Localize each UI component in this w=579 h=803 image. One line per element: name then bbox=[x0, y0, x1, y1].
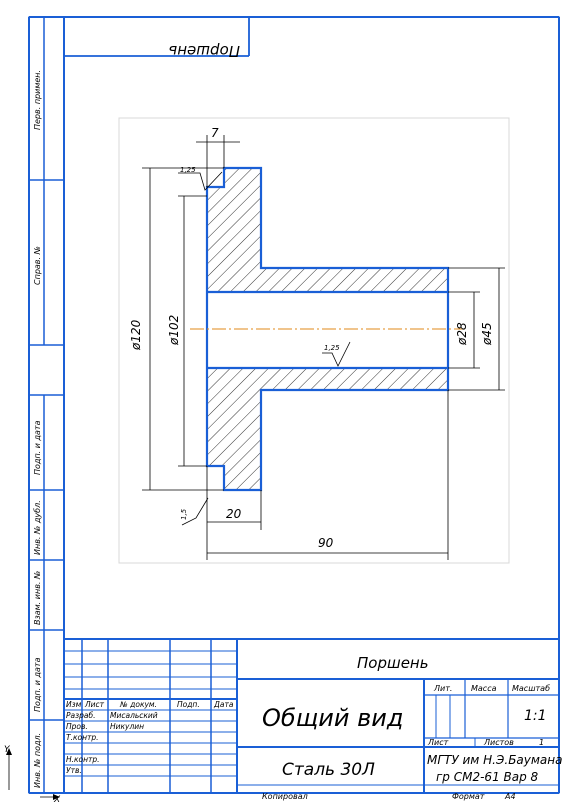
dim-r15: 1,5 bbox=[180, 508, 188, 520]
doc-title: Общий вид bbox=[262, 704, 403, 732]
hdr-list: Лист bbox=[84, 700, 105, 709]
dim-20: 20 bbox=[226, 507, 242, 521]
format-value: А4 bbox=[504, 792, 516, 801]
role-prov: Пров. bbox=[66, 722, 88, 731]
masshtab-label: Масштаб bbox=[512, 684, 550, 693]
axis-origin: Y X bbox=[4, 745, 61, 803]
dim-d102: ø102 bbox=[167, 315, 181, 346]
side-label-vzam-inv: Взам. инв. № bbox=[33, 571, 42, 625]
dim-d28: ø28 bbox=[455, 322, 469, 346]
side-label-podp-data: Подп. и дата bbox=[33, 420, 42, 475]
dimensions: 7 1,25 ø120 ø102 1,25 ø28 ø45 1,5 bbox=[129, 126, 505, 560]
hdr-podp: Подп. bbox=[177, 700, 200, 709]
side-label-inv-podl: Инв. № подл. bbox=[33, 733, 42, 788]
list-label: Лист bbox=[427, 738, 449, 747]
left-strip bbox=[29, 17, 64, 793]
dim-7: 7 bbox=[211, 126, 219, 140]
part-name: Поршень bbox=[357, 654, 429, 672]
title-block bbox=[64, 638, 559, 793]
name-razrab: Мисальский bbox=[110, 711, 158, 720]
side-label-inv-dubl: Инв. № дубл. bbox=[33, 500, 42, 555]
dim-90: 90 bbox=[318, 536, 334, 550]
side-label-podp-data-2: Подп. и дата bbox=[33, 657, 42, 712]
hdr-n-dokum: № докум. bbox=[119, 700, 157, 709]
mirrored-title: Поршень bbox=[168, 42, 240, 60]
side-label-perv-primen: Перв. примен. bbox=[33, 70, 42, 130]
listov-value: 1 bbox=[539, 738, 544, 747]
role-tkontr: Т.контр. bbox=[66, 733, 99, 742]
massa-label: Масса bbox=[471, 684, 497, 693]
org-line2: гр СМ2-61 Вар 8 bbox=[436, 770, 539, 784]
role-utv: Утв. bbox=[66, 766, 82, 775]
listov-label: Листов bbox=[483, 738, 514, 747]
axis-x-label: X bbox=[53, 795, 61, 803]
side-label-sprav: Справ. № bbox=[33, 246, 42, 285]
org-line1: МГТУ им Н.Э.Баумана bbox=[427, 753, 563, 767]
name-prov: Никулин bbox=[110, 722, 144, 731]
dim-r125-top: 1,25 bbox=[180, 166, 196, 174]
scale-value: 1:1 bbox=[524, 708, 547, 724]
role-nkontr: Н.контр. bbox=[66, 755, 100, 764]
role-razrab: Разраб. bbox=[66, 711, 95, 720]
axis-y-label: Y bbox=[4, 745, 11, 755]
material: Сталь 30Л bbox=[282, 760, 375, 780]
hdr-data: Дата bbox=[213, 700, 234, 709]
dim-d120: ø120 bbox=[129, 319, 143, 351]
dim-r125-mid: 1,25 bbox=[324, 344, 340, 352]
dim-d45: ø45 bbox=[480, 322, 494, 346]
lit-label: Лит. bbox=[433, 684, 452, 693]
format-label: Формат bbox=[452, 792, 485, 801]
mirrored-title-box: Поршень bbox=[64, 17, 250, 60]
kopiroval: Копировал bbox=[262, 792, 308, 801]
hdr-izm: Изм bbox=[66, 700, 82, 709]
